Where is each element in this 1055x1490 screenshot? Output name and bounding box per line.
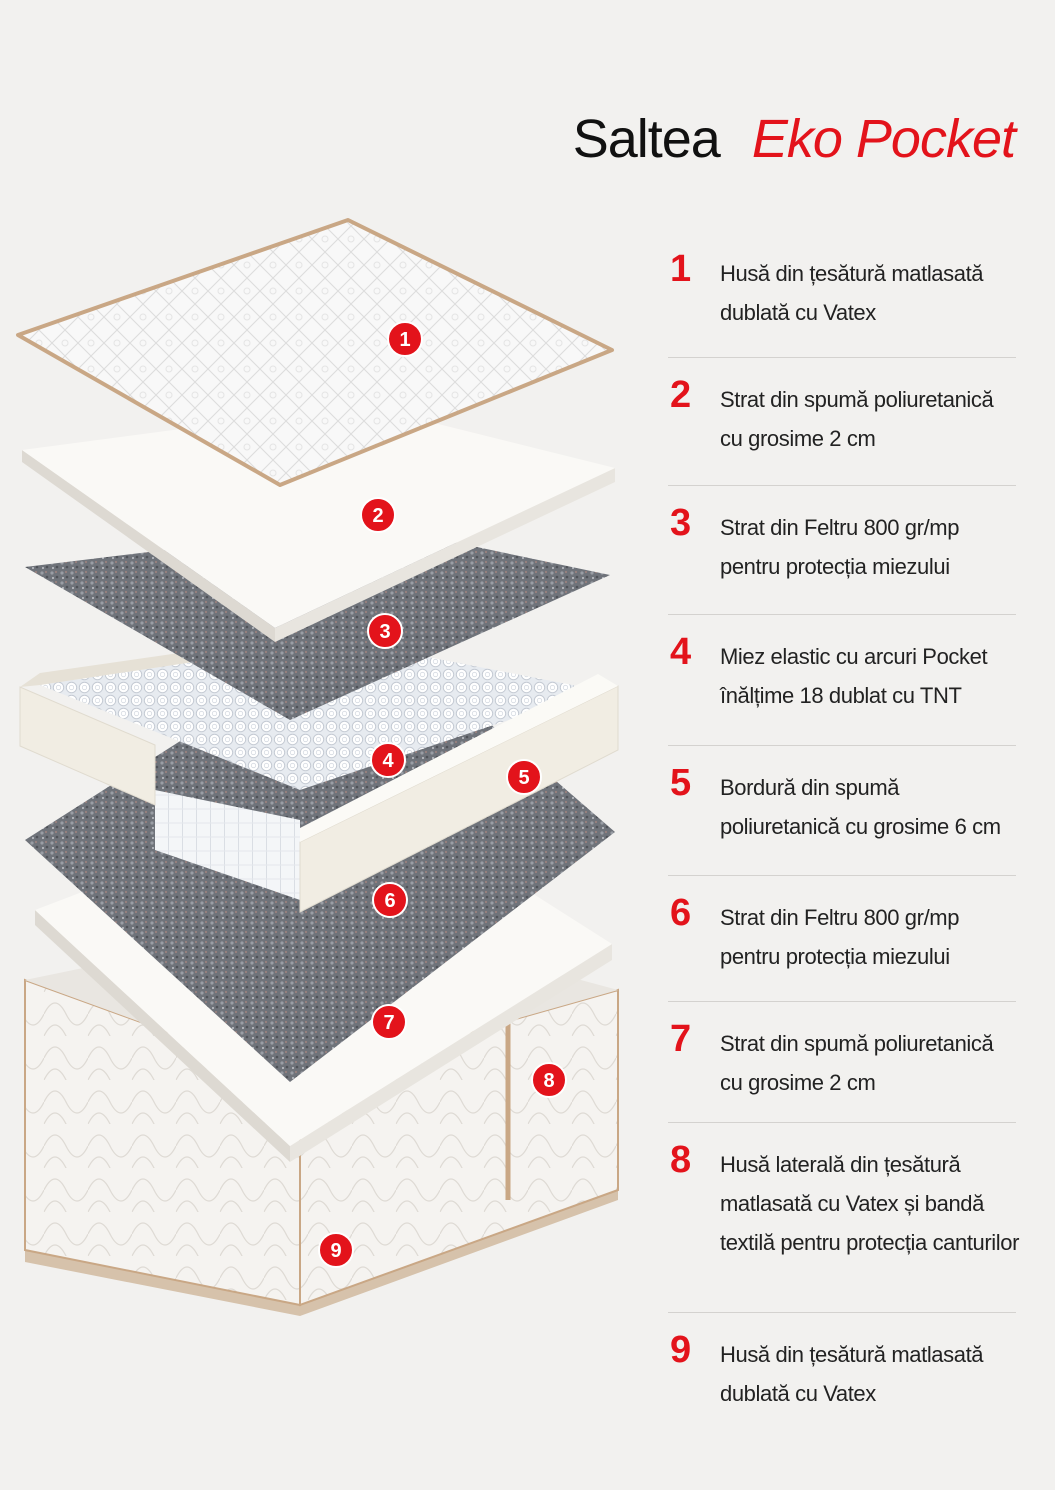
marker-group: 1 2 3 4 5 6 7 8 9	[318, 321, 567, 1268]
marker-label: 7	[383, 1012, 394, 1034]
legend-item-9: 9 Husă din țesătură matlasată dublată cu …	[668, 1313, 1016, 1423]
marker-label: 3	[379, 621, 390, 643]
marker-8: 8	[531, 1062, 567, 1098]
marker-6: 6	[372, 882, 408, 918]
layer-1-top-cover	[16, 218, 614, 487]
marker-3: 3	[367, 613, 403, 649]
legend-text: Strat din Feltru 800 gr/mp pentru protec…	[720, 515, 960, 579]
marker-label: 1	[399, 329, 410, 351]
legend-text: Husă laterală din țesătură matlasată cu …	[720, 1152, 1020, 1255]
legend-number: 3	[670, 502, 692, 544]
legend-item-3: 3 Strat din Feltru 800 gr/mp pentru prote…	[668, 486, 1016, 615]
legend-item-6: 6 Strat din Feltru 800 gr/mp pentru prote…	[668, 876, 1016, 1002]
legend-number: 5	[670, 762, 692, 804]
legend-text: Bordură din spumă poliuretanică cu grosi…	[720, 775, 1001, 839]
mattress-exploded-diagram: 1 2 3 4 5 6 7 8 9	[16, 218, 619, 1316]
legend-number: 8	[670, 1139, 692, 1181]
legend-text: Miez elastic cu arcuri Pocket înălțime 1…	[720, 644, 988, 708]
marker-5: 5	[506, 759, 542, 795]
marker-7: 7	[371, 1004, 407, 1040]
legend-text: Strat din spumă poliuretanică cu grosime…	[720, 387, 994, 451]
layer-3-felt	[25, 525, 610, 720]
legend-number: 6	[670, 892, 692, 934]
legend-number: 7	[670, 1018, 692, 1060]
marker-1: 1	[387, 321, 423, 357]
layer-2-foam	[22, 405, 615, 642]
legend-item-2: 2 Strat din spumă poliuretanică cu grosim…	[668, 358, 1016, 486]
legend-item-4: 4 Miez elastic cu arcuri Pocket înălțime …	[668, 615, 1016, 746]
marker-label: 9	[330, 1240, 341, 1262]
page-title: Saltea Eko Pocket	[572, 108, 1016, 170]
marker-4: 4	[370, 742, 406, 778]
title-accent: Eko Pocket	[751, 109, 1016, 169]
marker-label: 8	[543, 1070, 554, 1092]
legend-text: Strat din Feltru 800 gr/mp pentru protec…	[720, 905, 960, 969]
legend-item-8: 8 Husă laterală din țesătură matlasată cu…	[668, 1123, 1019, 1313]
legend-item-5: 5 Bordură din spumă poliuretanică cu gros…	[668, 746, 1016, 876]
marker-label: 4	[382, 750, 394, 772]
legend-text: Husă din țesătură matlasată dublată cu V…	[720, 261, 984, 325]
legend-number: 9	[670, 1329, 692, 1371]
title-main: Saltea	[572, 109, 721, 169]
marker-2: 2	[360, 497, 396, 533]
legend-item-7: 7 Strat din spumă poliuretanică cu grosim…	[668, 1002, 1016, 1123]
marker-label: 6	[384, 890, 395, 912]
legend-number: 2	[670, 374, 692, 416]
marker-9: 9	[318, 1232, 354, 1268]
legend-item-1: 1 Husă din țesătură matlasată dublată cu …	[668, 232, 1016, 358]
legend-text: Strat din spumă poliuretanică cu grosime…	[720, 1031, 994, 1095]
legend-number: 4	[670, 631, 692, 673]
legend-text: Husă din țesătură matlasată dublată cu V…	[720, 1342, 984, 1406]
legend-number: 1	[670, 248, 692, 290]
marker-label: 5	[518, 767, 529, 789]
marker-label: 2	[372, 505, 383, 527]
layer-4-pocket-core	[40, 640, 598, 900]
